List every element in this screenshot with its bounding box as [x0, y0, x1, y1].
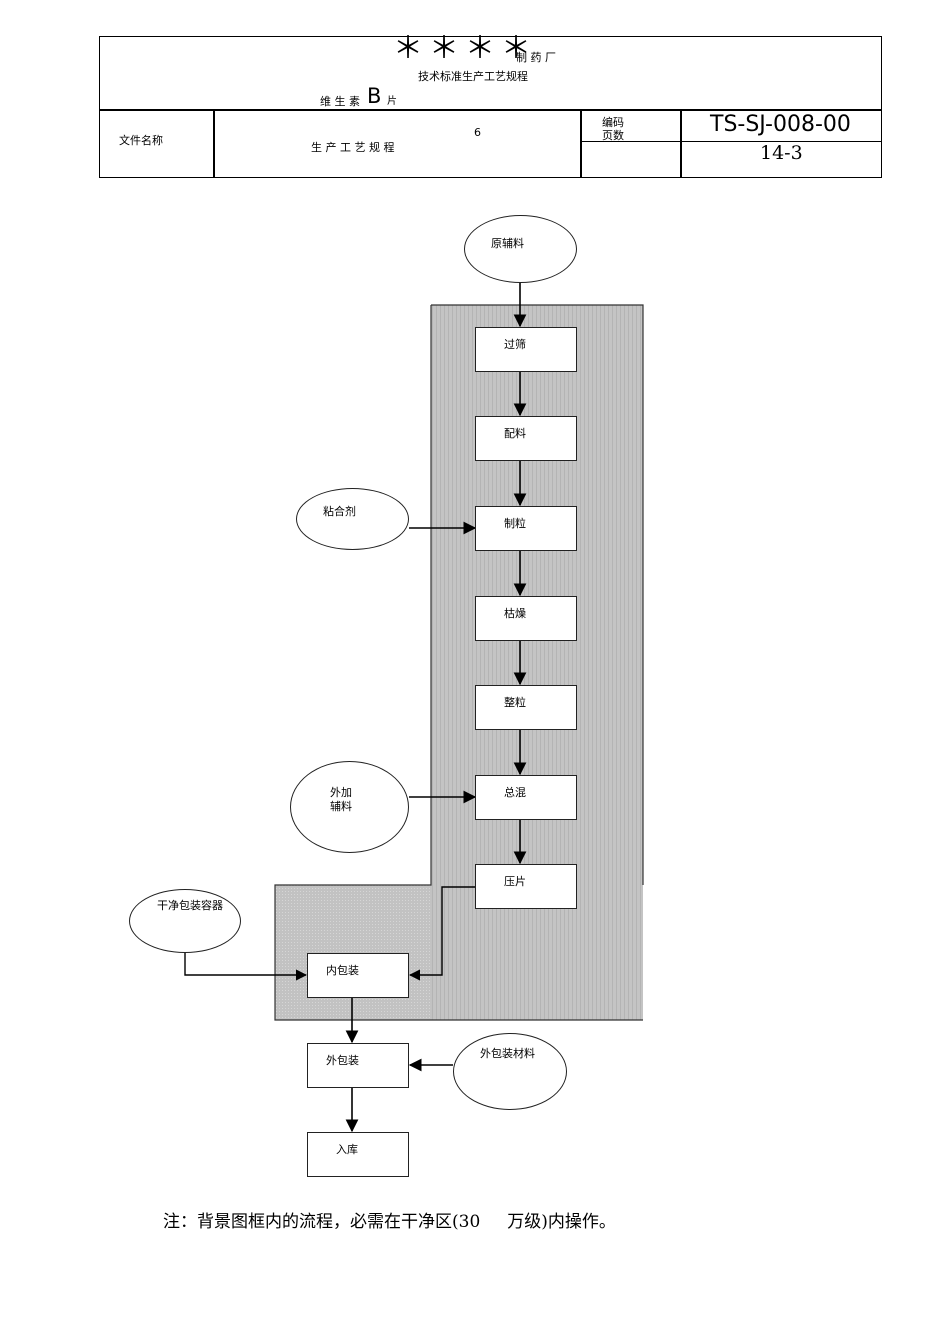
- step-label: 过筛: [504, 338, 526, 351]
- raw-materials-label: 原辅料: [491, 237, 524, 250]
- input-extra-excipient: 外加 辅料: [290, 761, 409, 853]
- step-warehousing: 入库: [307, 1132, 409, 1177]
- clean-zone-note: 注：背景图框内的流程，必需在干净区(30 万级)内操作。: [163, 1212, 616, 1232]
- outer-packaging-material-label: 外包装材料: [480, 1047, 535, 1060]
- step-tableting: 压片: [475, 864, 577, 909]
- company-stars: ＊＊＊＊: [393, 31, 537, 66]
- input-binder: 粘合剂: [296, 488, 409, 550]
- step-inner-packaging: 内包装: [307, 953, 409, 998]
- binder-label: 粘合剂: [323, 505, 356, 518]
- factory-label: 制 药 厂: [516, 51, 556, 64]
- step-label: 入库: [336, 1143, 358, 1156]
- step-label: 配料: [504, 427, 526, 440]
- page-count: 14-3: [760, 142, 803, 164]
- clean-zone-region: [275, 305, 643, 1020]
- input-raw-materials: 原辅料: [464, 215, 577, 283]
- pages-label: 页数: [602, 129, 624, 142]
- step-granulation: 制粒: [475, 506, 577, 551]
- input-outer-packaging-material: 外包装材料: [453, 1033, 567, 1110]
- arrow-containers-to-inner-packaging: [184, 953, 308, 981]
- product-letter: B: [367, 84, 382, 108]
- step-label: 总混: [504, 786, 526, 799]
- doc-type-title: 技术标准生产工艺规程: [418, 70, 528, 83]
- header-row-divider: [580, 141, 882, 142]
- arrow-tableting-to-inner-packaging: [408, 886, 475, 981]
- step-label: 压片: [504, 875, 526, 888]
- step-sieving: 过筛: [475, 327, 577, 372]
- step-sizing: 整粒: [475, 685, 577, 730]
- file-name-value: 生 产 工 艺 规 程: [311, 141, 395, 154]
- extra-excipient-label-1: 外加: [330, 786, 352, 799]
- file-name-label: 文件名称: [119, 134, 163, 147]
- step-final-mixing: 总混: [475, 775, 577, 820]
- product-suffix: 片: [387, 96, 397, 107]
- header-divider: [99, 109, 882, 111]
- document-code: TS-SJ-008-00: [710, 112, 851, 137]
- step-batching: 配料: [475, 416, 577, 461]
- section-number: 6: [474, 126, 481, 139]
- code-label: 编码: [602, 116, 624, 129]
- step-label: 整粒: [504, 696, 526, 709]
- step-drying: 枯燥: [475, 596, 577, 641]
- extra-excipient-label-2: 辅料: [330, 800, 352, 813]
- header-col-divider-2: [580, 109, 582, 178]
- document-header-table: [99, 36, 882, 178]
- header-col-divider-3: [680, 109, 682, 178]
- product-prefix: 维 生 素: [320, 95, 360, 108]
- step-label: 内包装: [326, 964, 359, 977]
- clean-containers-label: 干净包装容器: [157, 899, 223, 912]
- input-clean-containers: 干净包装容器: [129, 889, 241, 953]
- step-outer-packaging: 外包装: [307, 1043, 409, 1088]
- step-label: 外包装: [326, 1054, 359, 1067]
- step-label: 制粒: [504, 517, 526, 530]
- step-label: 枯燥: [504, 607, 526, 620]
- header-col-divider-1: [213, 109, 215, 178]
